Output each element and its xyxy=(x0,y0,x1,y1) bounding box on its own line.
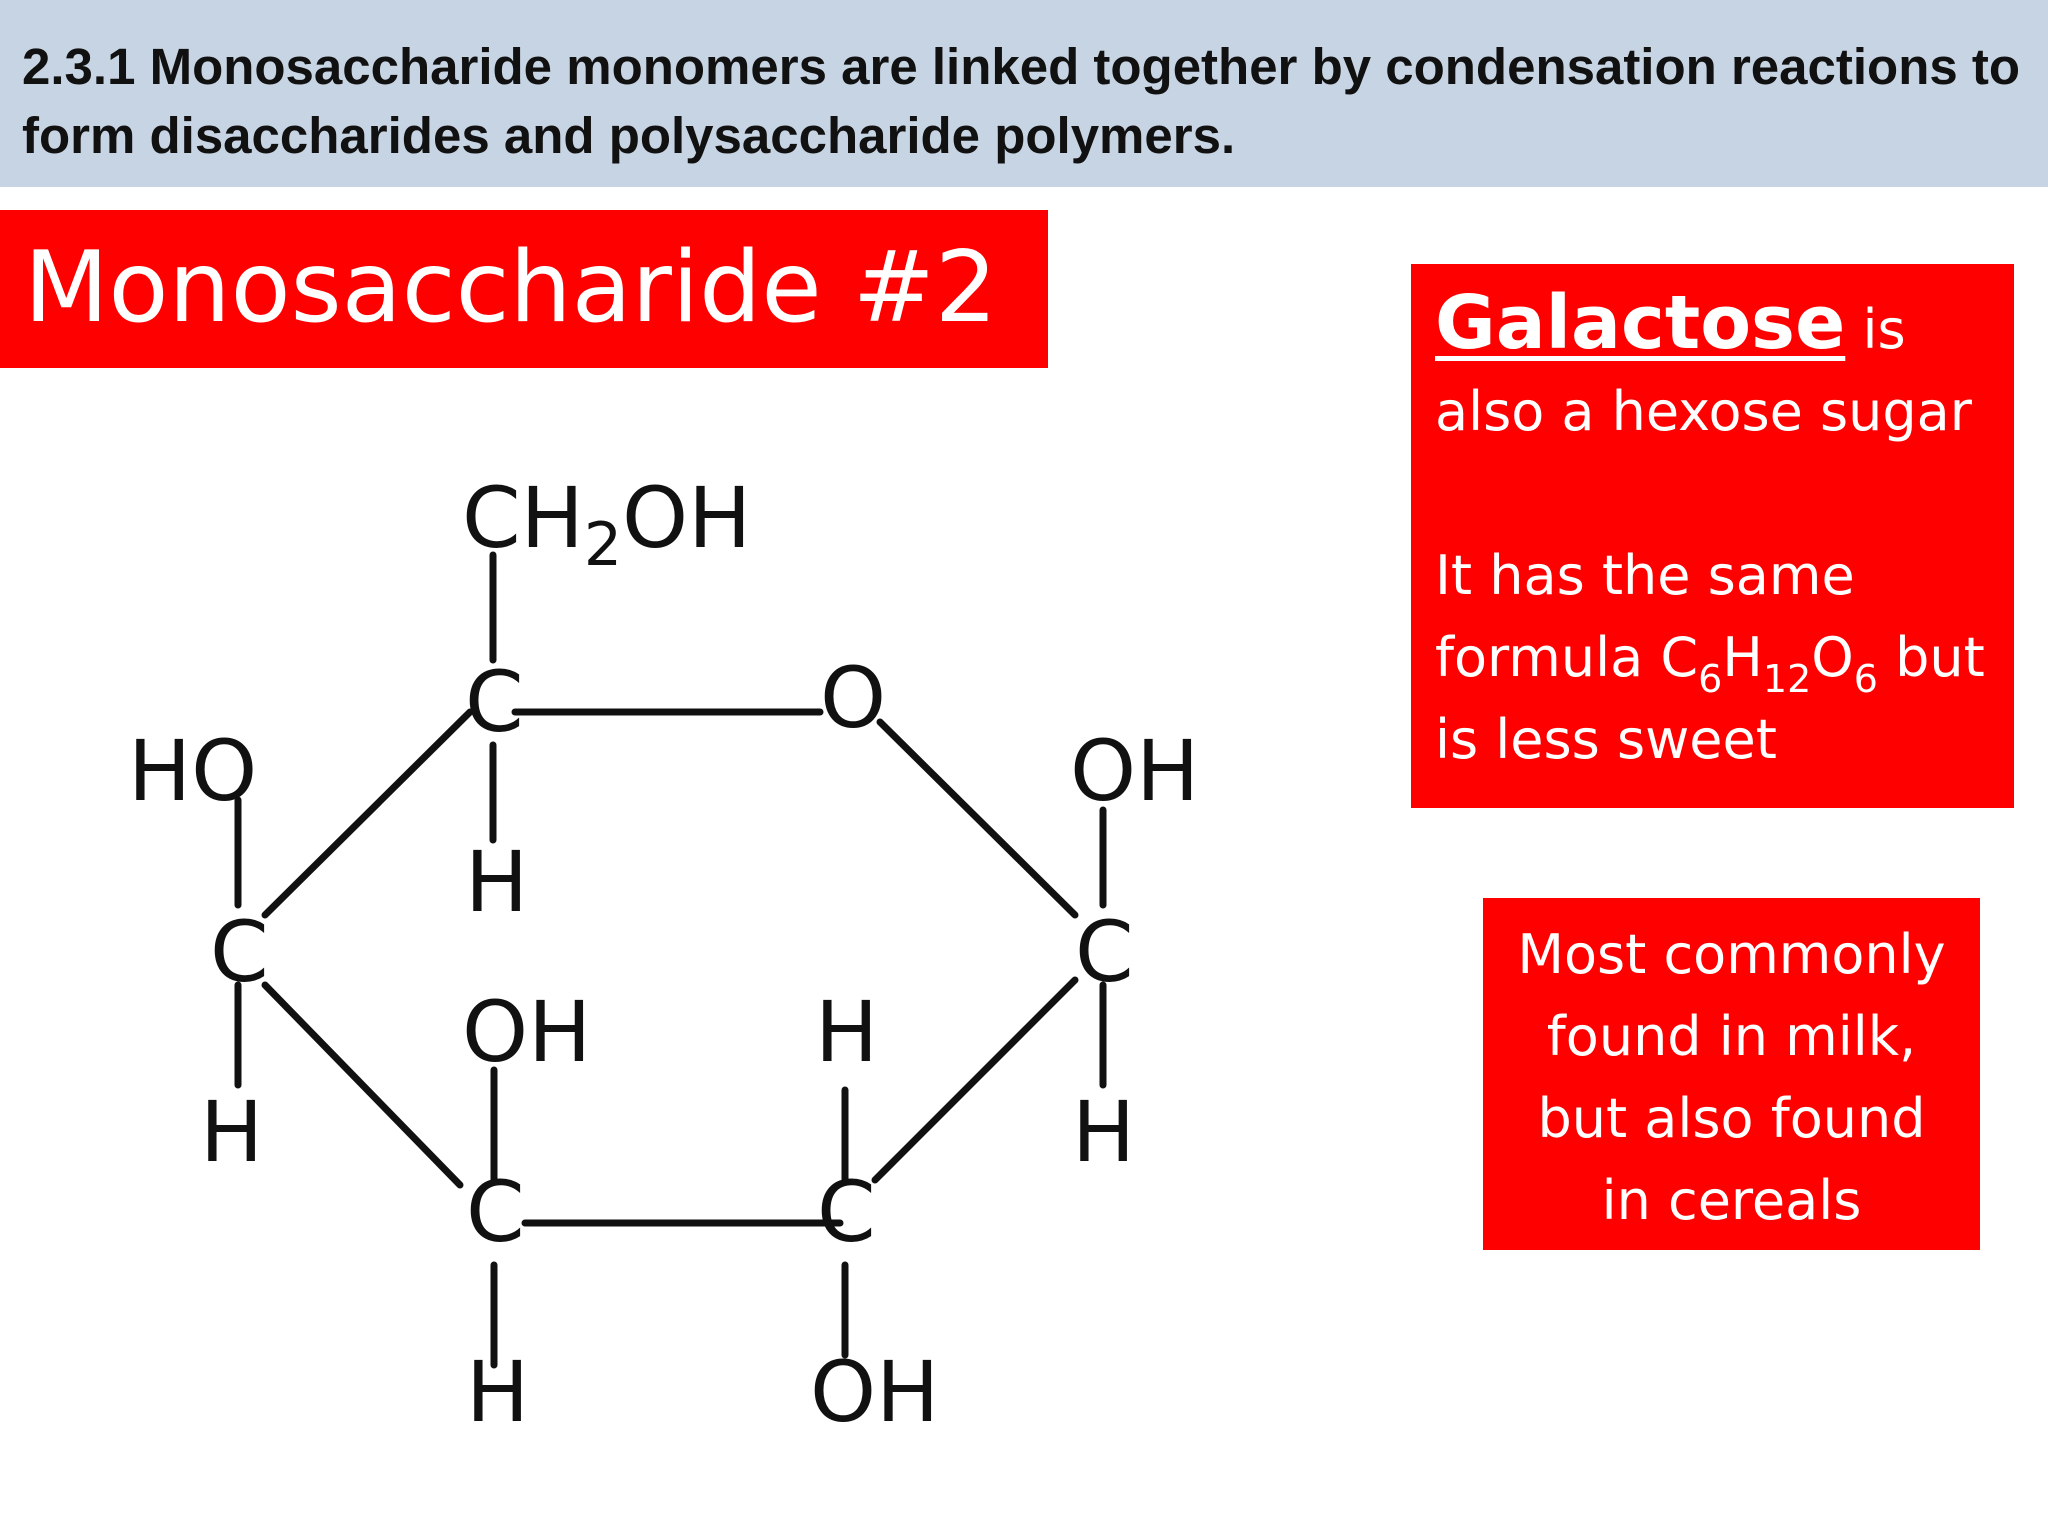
label-c1-oh: OH xyxy=(1070,722,1199,820)
bond-c4-c5 xyxy=(261,708,474,919)
label-c4-ho: HO xyxy=(128,722,257,820)
label-c4: C xyxy=(210,903,269,1001)
bond-c3-c4 xyxy=(261,981,464,1189)
label-c2-h: H xyxy=(815,983,878,1081)
label-c2: C xyxy=(817,1163,876,1261)
bond-c1-c2 xyxy=(871,976,1079,1184)
info-intro: Galactose is also a hexose sugar xyxy=(1435,280,1972,443)
header-band xyxy=(0,0,2048,187)
galactose-info-box: Galactose is also a hexose sugar It has … xyxy=(1411,264,2014,808)
occurrence-note-box: Most commonly found in milk, but also fo… xyxy=(1483,898,1980,1250)
label-c2-oh: OH xyxy=(810,1343,939,1441)
label-c1-h: H xyxy=(1072,1083,1135,1181)
label-c3-oh: OH xyxy=(462,983,591,1081)
slide-header-title: 2.3.1 Monosaccharide monomers are linked… xyxy=(22,38,2021,164)
label-c3: C xyxy=(466,1163,525,1261)
label-c1: C xyxy=(1075,903,1134,1001)
label-ch2oh: CH2OH xyxy=(462,469,751,580)
note-line: found in milk, xyxy=(1546,1005,1917,1068)
label-c5-h: H xyxy=(465,833,528,931)
label-c5: C xyxy=(465,653,524,751)
label-c3-h: H xyxy=(466,1343,529,1441)
section-title: Monosaccharide #2 xyxy=(24,231,998,345)
section-banner xyxy=(0,210,1048,368)
galactose-term: Galactose xyxy=(1435,280,1846,366)
note-line: but also found xyxy=(1537,1087,1926,1150)
info-formula: It has the same formula C6H12O6 but is l… xyxy=(1435,544,1985,771)
label-ring-oxygen: O xyxy=(820,649,886,747)
label-c4-h: H xyxy=(200,1083,263,1181)
bond-o-c1 xyxy=(876,718,1079,919)
note-line: Most commonly xyxy=(1517,923,1946,986)
note-line: in cereals xyxy=(1601,1169,1862,1232)
